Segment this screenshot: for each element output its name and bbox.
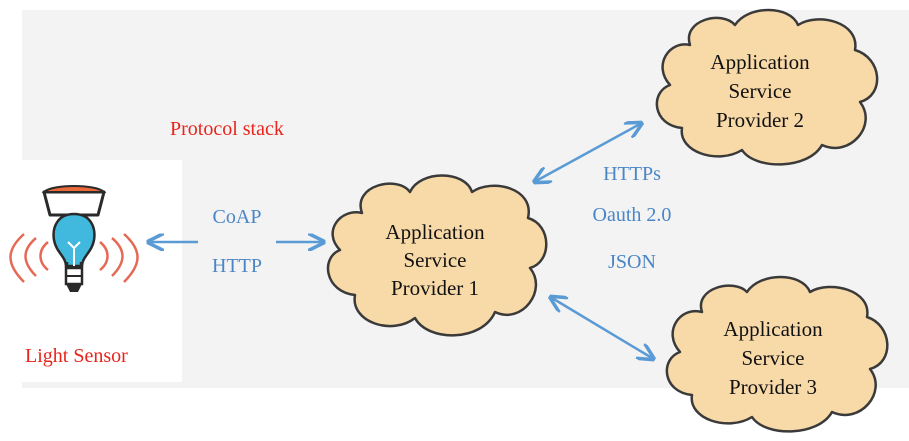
- arrow-provider-1-to-2: [536, 124, 640, 181]
- protocol-https: HTTPs: [603, 163, 661, 185]
- light-bulb-sensor-icon: [9, 185, 139, 292]
- protocol-coap: CoAP: [213, 206, 262, 228]
- provider-1-cloud: Application Service Provider 1: [326, 174, 548, 337]
- protocol-oauth: Oauth 2.0: [593, 204, 672, 226]
- provider-3-line-1: Application: [723, 317, 823, 341]
- provider-1-line-2: Service: [404, 248, 467, 272]
- provider-2-line-1: Application: [710, 50, 810, 74]
- provider-3-cloud: Application Service Provider 3: [665, 275, 889, 433]
- protocol-http: HTTP: [212, 255, 262, 277]
- arrow-provider-1-to-3: [552, 298, 652, 358]
- protocol-stack-title: Protocol stack: [170, 118, 284, 140]
- provider-2-cloud: Application Service Provider 2: [655, 8, 879, 166]
- provider-3-line-3: Provider 3: [729, 375, 817, 399]
- light-sensor-label: Light Sensor: [25, 345, 128, 367]
- provider-1-line-1: Application: [385, 220, 485, 244]
- provider-3-line-2: Service: [742, 346, 805, 370]
- provider-1-line-3: Provider 1: [391, 276, 479, 300]
- provider-2-line-3: Provider 2: [716, 108, 804, 132]
- protocol-json: JSON: [608, 251, 656, 273]
- provider-2-line-2: Service: [729, 79, 792, 103]
